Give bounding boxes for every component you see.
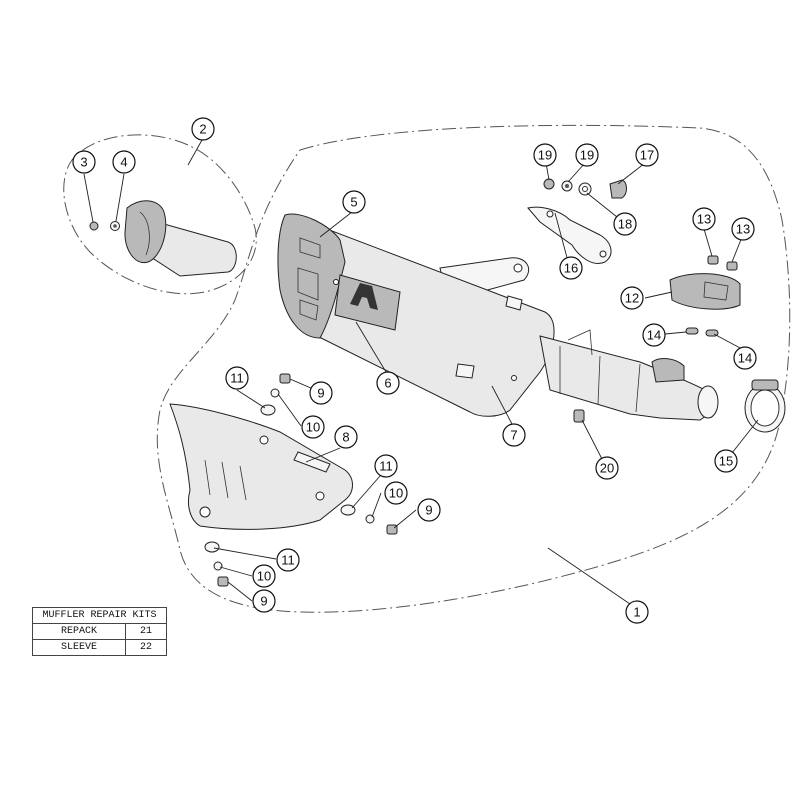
callout-19-left: 19 bbox=[533, 143, 557, 167]
callout-11-right: 11 bbox=[374, 454, 398, 478]
svg-text:5: 5 bbox=[350, 195, 357, 210]
callout-19-right: 19 bbox=[575, 143, 599, 167]
callout-12: 12 bbox=[620, 286, 644, 310]
svg-text:13: 13 bbox=[736, 222, 750, 237]
callout-8: 8 bbox=[334, 425, 358, 449]
svg-text:10: 10 bbox=[306, 420, 320, 435]
kits-table-title: MUFFLER REPAIR KITS bbox=[32, 607, 167, 624]
nut-19a bbox=[543, 178, 555, 190]
svg-text:11: 11 bbox=[379, 459, 393, 474]
callout-16: 16 bbox=[559, 256, 583, 280]
svg-text:9: 9 bbox=[260, 594, 267, 609]
svg-text:9: 9 bbox=[425, 503, 432, 518]
svg-text:11: 11 bbox=[281, 553, 295, 568]
callout-20: 20 bbox=[595, 456, 619, 480]
callout-14-left: 14 bbox=[642, 323, 666, 347]
svg-text:12: 12 bbox=[625, 291, 639, 306]
callout-1: 1 bbox=[625, 600, 649, 624]
screw-13a bbox=[707, 255, 719, 265]
washer-11c bbox=[204, 541, 220, 553]
svg-text:20: 20 bbox=[600, 461, 614, 476]
svg-text:19: 19 bbox=[538, 148, 552, 163]
callout-3: 3 bbox=[72, 150, 96, 174]
callout-10-top: 10 bbox=[301, 415, 325, 439]
callout-5: 5 bbox=[342, 190, 366, 214]
grommet-14a bbox=[685, 327, 699, 335]
screw-9a bbox=[279, 373, 291, 384]
svg-text:1: 1 bbox=[633, 605, 640, 620]
clamp-part bbox=[744, 379, 786, 433]
svg-text:6: 6 bbox=[384, 376, 391, 391]
svg-text:4: 4 bbox=[120, 155, 127, 170]
callout-11-top: 11 bbox=[225, 366, 249, 390]
spacer-17 bbox=[609, 179, 627, 199]
end-cap-part bbox=[124, 200, 237, 277]
link-pipe bbox=[539, 329, 719, 421]
svg-text:14: 14 bbox=[738, 351, 752, 366]
callout-11-bottom: 11 bbox=[276, 548, 300, 572]
callout-15: 15 bbox=[714, 449, 738, 473]
callout-4: 4 bbox=[112, 150, 136, 174]
svg-text:10: 10 bbox=[257, 569, 271, 584]
group-outline-end-cap bbox=[63, 134, 257, 295]
washer-10a bbox=[270, 388, 280, 398]
screw-13b bbox=[726, 261, 738, 271]
kit-name: REPACK bbox=[32, 623, 126, 640]
screw-9c bbox=[217, 576, 229, 587]
kits-table-header-row: MUFFLER REPAIR KITS bbox=[32, 607, 167, 624]
washer-10b bbox=[365, 514, 375, 524]
svg-text:16: 16 bbox=[564, 261, 578, 276]
washer-4 bbox=[110, 221, 120, 231]
washer-11b bbox=[340, 504, 356, 516]
callout-10-bottom: 10 bbox=[252, 564, 276, 588]
callout-13-right: 13 bbox=[731, 217, 755, 241]
svg-text:7: 7 bbox=[510, 428, 517, 443]
washer-18 bbox=[578, 182, 592, 196]
svg-text:17: 17 bbox=[640, 148, 654, 163]
svg-text:18: 18 bbox=[618, 217, 632, 232]
svg-text:9: 9 bbox=[317, 386, 324, 401]
callout-6: 6 bbox=[376, 371, 400, 395]
svg-text:11: 11 bbox=[230, 371, 244, 386]
bracket-part-16 bbox=[527, 206, 612, 264]
callout-9-top: 9 bbox=[309, 381, 333, 405]
muffler-repair-kits-table: MUFFLER REPAIR KITS REPACK 21 SLEEVE 22 bbox=[32, 607, 167, 656]
svg-text:15: 15 bbox=[719, 454, 733, 469]
callout-13-left: 13 bbox=[692, 207, 716, 231]
kit-number: 21 bbox=[125, 623, 167, 640]
svg-text:2: 2 bbox=[199, 122, 206, 137]
washer-19b bbox=[561, 180, 573, 192]
callout-10-right: 10 bbox=[384, 481, 408, 505]
callout-18: 18 bbox=[613, 212, 637, 236]
kit-number: 22 bbox=[125, 639, 167, 656]
svg-text:13: 13 bbox=[697, 212, 711, 227]
washer-10c bbox=[213, 561, 223, 571]
svg-text:3: 3 bbox=[80, 155, 87, 170]
heat-shield-part-8 bbox=[169, 403, 353, 530]
callout-2: 2 bbox=[191, 117, 215, 141]
svg-text:14: 14 bbox=[647, 328, 661, 343]
kits-table-row: REPACK 21 bbox=[32, 623, 167, 640]
callout-7: 7 bbox=[502, 423, 526, 447]
kit-name: SLEEVE bbox=[32, 639, 126, 656]
group-outline-main bbox=[156, 124, 791, 613]
callout-17: 17 bbox=[635, 143, 659, 167]
callout-9-right: 9 bbox=[417, 498, 441, 522]
cover-part-12 bbox=[669, 273, 741, 310]
callout-14-right: 14 bbox=[733, 346, 757, 370]
screw-3 bbox=[89, 221, 99, 231]
svg-text:10: 10 bbox=[389, 486, 403, 501]
kits-table-row: SLEEVE 22 bbox=[32, 639, 167, 656]
svg-text:8: 8 bbox=[342, 430, 349, 445]
callout-9-bottom: 9 bbox=[252, 589, 276, 613]
clip-20 bbox=[573, 409, 585, 423]
svg-text:19: 19 bbox=[580, 148, 594, 163]
